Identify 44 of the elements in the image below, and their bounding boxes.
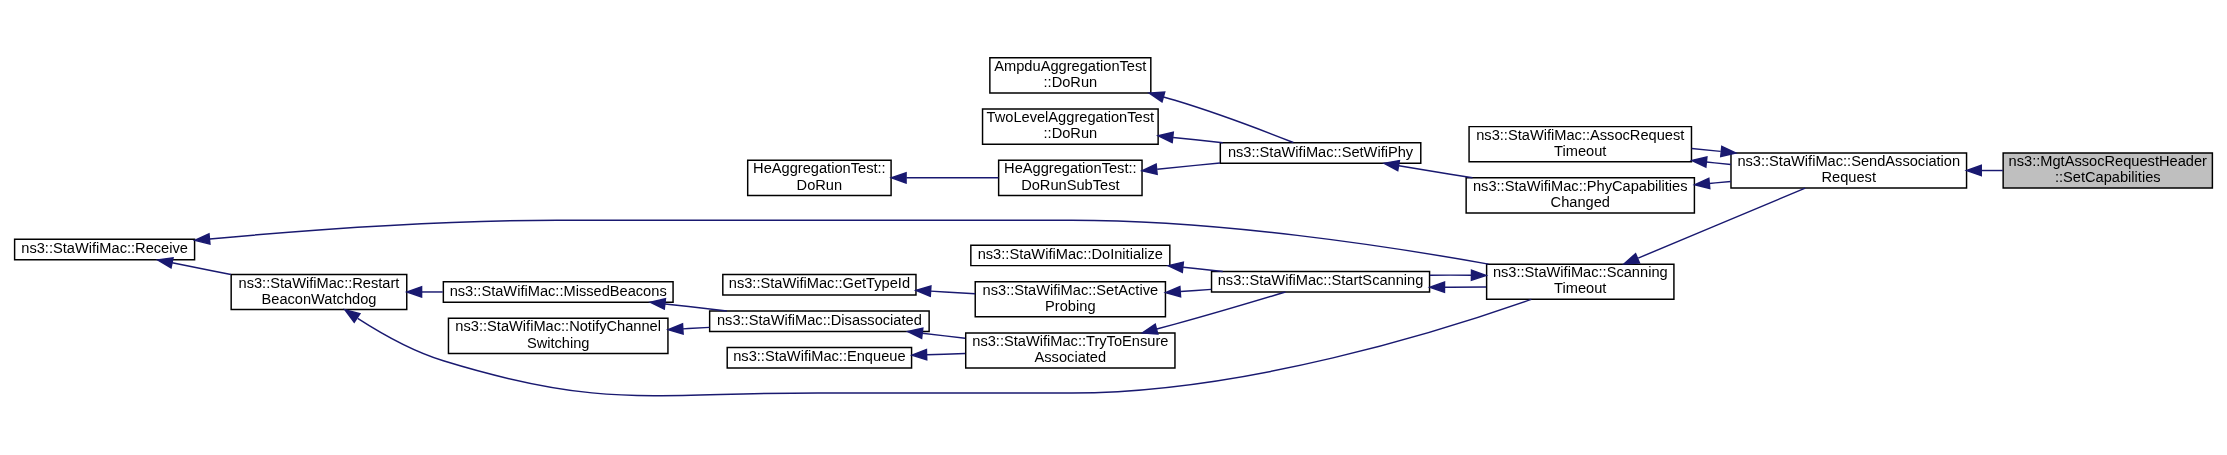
- node-box: ns3::StaWifiMac::AssocRequest Timeout: [1468, 125, 1693, 163]
- node-box: ns3::StaWifiMac::DoInitialize: [970, 244, 1171, 267]
- arrow: [889, 171, 1000, 184]
- node-box: ns3::StaWifiMac::Receive: [13, 238, 196, 261]
- node-box: HeAggregationTest:: DoRun: [746, 159, 892, 197]
- node-box: HeAggregationTest:: DoRunSubTest: [997, 159, 1143, 197]
- node-box: ns3::StaWifiMac::SetActive Probing: [974, 281, 1167, 318]
- arrow: [1427, 281, 1487, 294]
- arrow: [1156, 131, 1224, 144]
- node-box: ns3::StaWifiMac::TryToEnsure Associated: [965, 332, 1176, 369]
- arrow: [1622, 187, 1806, 265]
- arrow: [666, 322, 711, 335]
- node-box: ns3::StaWifiMac::Restart BeaconWatchdog: [230, 273, 408, 311]
- arrow: [1139, 162, 1221, 176]
- arrow: [1429, 269, 1489, 282]
- arrow: [1689, 156, 1732, 169]
- arrow: [1166, 261, 1224, 274]
- arrow: [1690, 145, 1739, 158]
- arrow: [155, 256, 232, 276]
- arrow: [1381, 159, 1474, 179]
- node-box: AmpduAggregationTest ::DoRun: [989, 57, 1152, 94]
- arrow: [648, 297, 728, 312]
- node-box: ns3::MgtAssocRequestHeader ::SetCapabilities: [2002, 152, 2214, 189]
- arrow: [1964, 164, 2004, 177]
- arrow: [913, 285, 976, 298]
- node-box: TwoLevelAggregationTest ::DoRun: [981, 108, 1159, 145]
- node-box: ns3::StaWifiMac::Enqueue: [726, 346, 913, 369]
- arrow: [1692, 177, 1732, 190]
- node-box: ns3::StaWifiMac::NotifyChannel Switching: [447, 317, 669, 355]
- node-box: ns3::StaWifiMac::PhyCapabilities Changed: [1465, 177, 1696, 214]
- node-box: ns3::StaWifiMac::MissedBeacons: [442, 281, 674, 303]
- arrow: [1163, 285, 1213, 298]
- node-box: ns3::StaWifiMac::GetTypeId: [722, 273, 917, 296]
- arrow: [909, 348, 966, 361]
- arrow: [343, 298, 1533, 397]
- arrow: [404, 285, 444, 299]
- node-box: ns3::StaWifiMac::SetWifiPhy: [1219, 142, 1422, 164]
- node-box: ns3::StaWifiMac::Scanning Timeout: [1485, 263, 1675, 301]
- node-box: ns3::StaWifiMac::Disassociated: [708, 310, 930, 333]
- node-box: ns3::StaWifiMac::SendAssociation Request: [1730, 152, 1968, 189]
- arrow: [1140, 291, 1287, 335]
- arrow: [1147, 91, 1295, 144]
- arrow: [905, 327, 966, 340]
- node-box: ns3::StaWifiMac::StartScanning: [1210, 270, 1431, 293]
